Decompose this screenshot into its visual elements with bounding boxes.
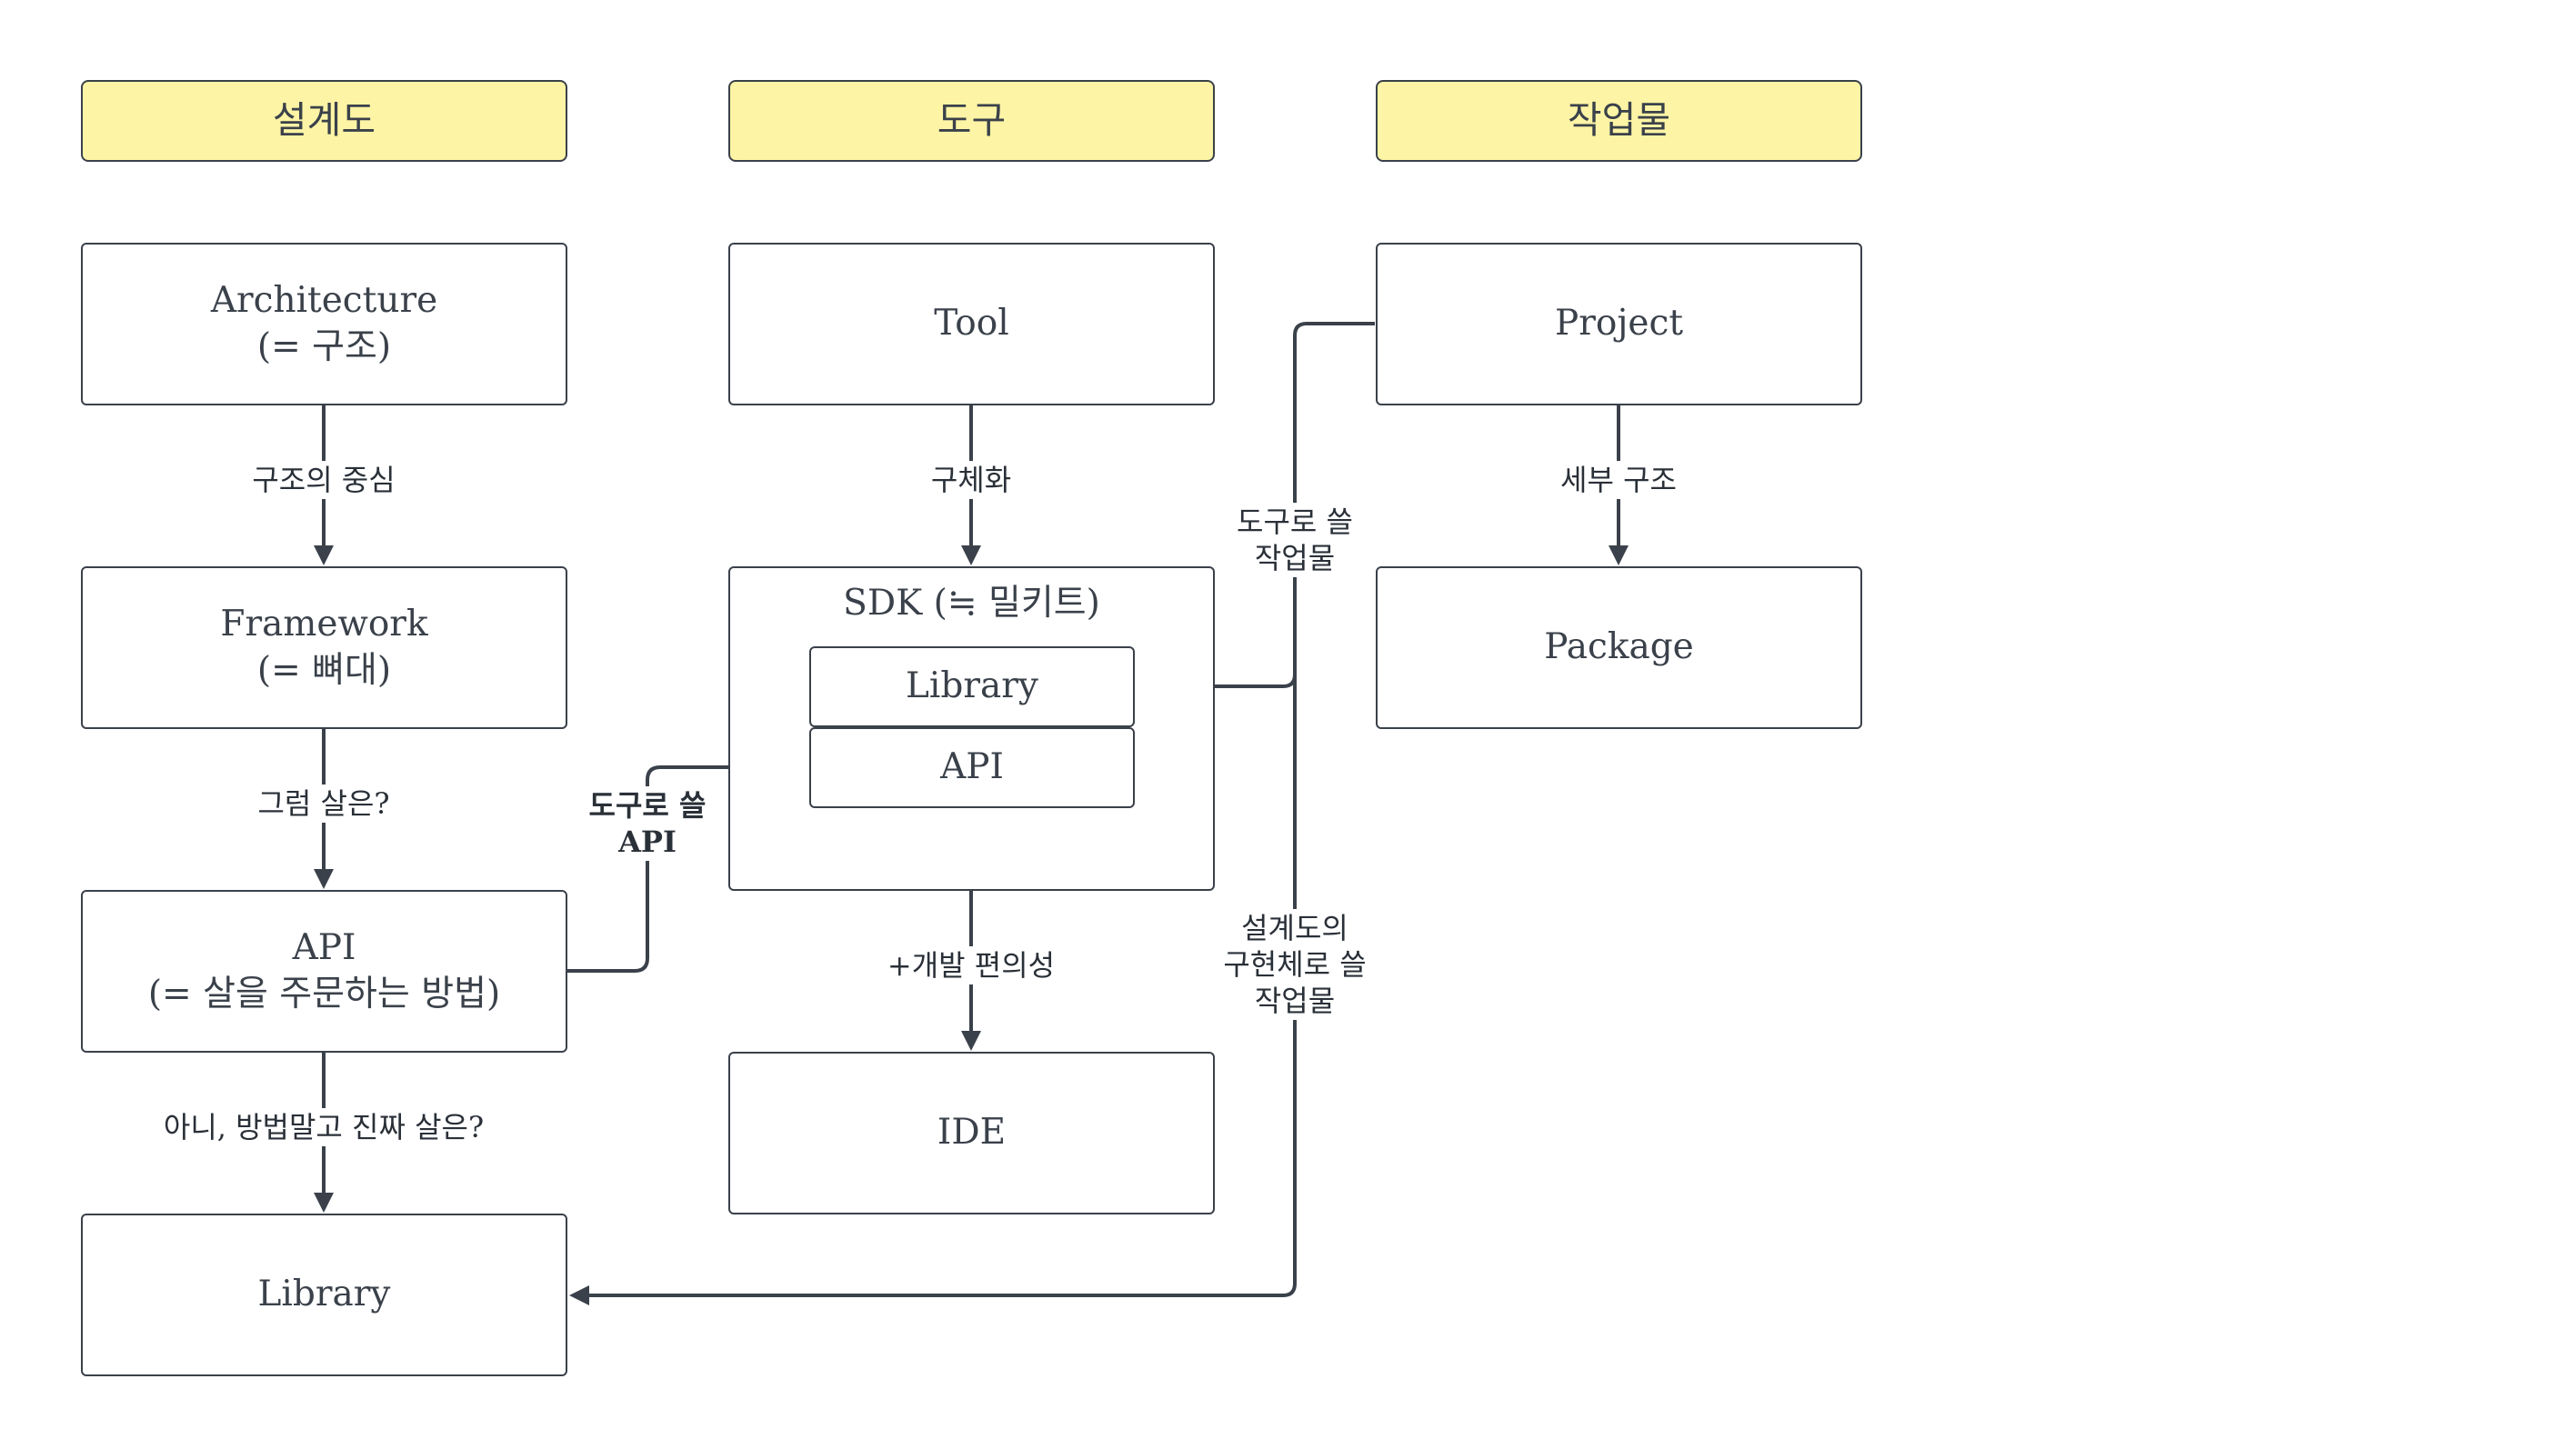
header-blueprint: 설계도 [81, 80, 567, 162]
edge-label-api-to-library-line1: 아니, 방법말고 진짜 살은? [163, 1110, 485, 1144]
arrowhead-library-left-side [569, 1285, 589, 1305]
edge-label-project-to-sdk-library-line2: 작업물 [1254, 541, 1336, 575]
arrowhead-package [1609, 545, 1629, 565]
edge-label-framework-to-api: 그럼 살은? [254, 784, 394, 823]
header-tool-label: 도구 [937, 98, 1007, 143]
edge-label-sdk-to-ide-line1: +개발 편의성 [887, 948, 1056, 983]
edge-project-to-library-left [584, 673, 1297, 1297]
edge-label-arch-to-framework-line1: 구조의 중심 [252, 463, 396, 497]
edge-label-framework-to-api-line1: 그럼 살은? [257, 786, 390, 821]
node-project: Project [1376, 243, 1862, 405]
edge-label-project-to-package-line1: 세부 구조 [1560, 463, 1677, 497]
node-package-line1: Package [1544, 626, 1694, 668]
arrowhead-framework [314, 545, 334, 565]
node-sdk-library-line1: Library [906, 665, 1038, 707]
edge-label-project-to-sdk-library: 도구로 쓸 작업물 [1233, 503, 1357, 577]
node-architecture-line1: Architecture [210, 279, 438, 321]
node-library-left-line1: Library [257, 1274, 391, 1315]
node-ide: IDE [728, 1052, 1215, 1214]
node-sdk-api-line1: API [940, 746, 1004, 788]
edge-label-arch-to-framework: 구조의 중심 [248, 461, 399, 499]
edge-label-api-to-sdk-api-line2: API [618, 824, 677, 859]
arrowhead-sdk [961, 545, 981, 565]
edge-label-sdk-to-ide: +개발 편의성 [883, 946, 1059, 984]
edge-label-project-to-library-left: 설계도의 구현체로 쓸 작업물 [1219, 909, 1370, 1020]
arrowhead-library-left [314, 1193, 334, 1213]
header-artifact-label: 작업물 [1567, 98, 1671, 143]
edge-api-to-sdk-api [567, 765, 791, 973]
edge-label-tool-to-sdk: 구체화 [927, 461, 1016, 499]
node-library-left: Library [81, 1214, 567, 1376]
header-blueprint-label: 설계도 [272, 98, 376, 143]
node-tool: Tool [728, 243, 1215, 405]
edge-label-project-to-library-left-line1: 설계도의 [1241, 911, 1348, 945]
node-tool-line1: Tool [934, 303, 1009, 345]
node-sdk-api: API [809, 727, 1135, 808]
node-sdk-line1: SDK (≒ 밀키트) [843, 583, 1100, 624]
edge-label-project-to-sdk-library-line1: 도구로 쓸 [1237, 505, 1353, 539]
node-architecture-line2: (= 구조) [256, 325, 392, 367]
arrowhead-ide [961, 1031, 981, 1051]
edge-label-api-to-sdk-api: 도구로 쓸 API [585, 786, 710, 861]
node-api-line1: API [292, 926, 356, 968]
node-framework-line1: Framework [220, 603, 428, 645]
node-architecture: Architecture (= 구조) [81, 243, 567, 405]
node-package: Package [1376, 566, 1862, 729]
node-sdk-library: Library [809, 646, 1135, 727]
node-framework-line2: (= 뼈대) [256, 649, 392, 691]
edge-label-project-to-package: 세부 구조 [1557, 461, 1680, 499]
arrowhead-api [314, 869, 334, 889]
edge-label-tool-to-sdk-line1: 구체화 [930, 463, 1012, 497]
node-api: API (= 살을 주문하는 방법) [81, 890, 567, 1053]
node-project-line1: Project [1554, 303, 1684, 345]
edge-label-api-to-sdk-api-line1: 도구로 쓸 [588, 788, 707, 823]
header-artifact: 작업물 [1376, 80, 1862, 162]
node-api-line2: (= 살을 주문하는 방법) [147, 973, 501, 1014]
edge-label-project-to-library-left-line3: 작업물 [1254, 984, 1336, 1018]
edge-label-api-to-library: 아니, 방법말고 진짜 살은? [159, 1108, 488, 1146]
edge-label-project-to-library-left-line2: 구현체로 쓸 [1223, 947, 1367, 982]
node-ide-line1: IDE [937, 1112, 1007, 1154]
header-tool: 도구 [728, 80, 1215, 162]
node-framework: Framework (= 뼈대) [81, 566, 567, 729]
